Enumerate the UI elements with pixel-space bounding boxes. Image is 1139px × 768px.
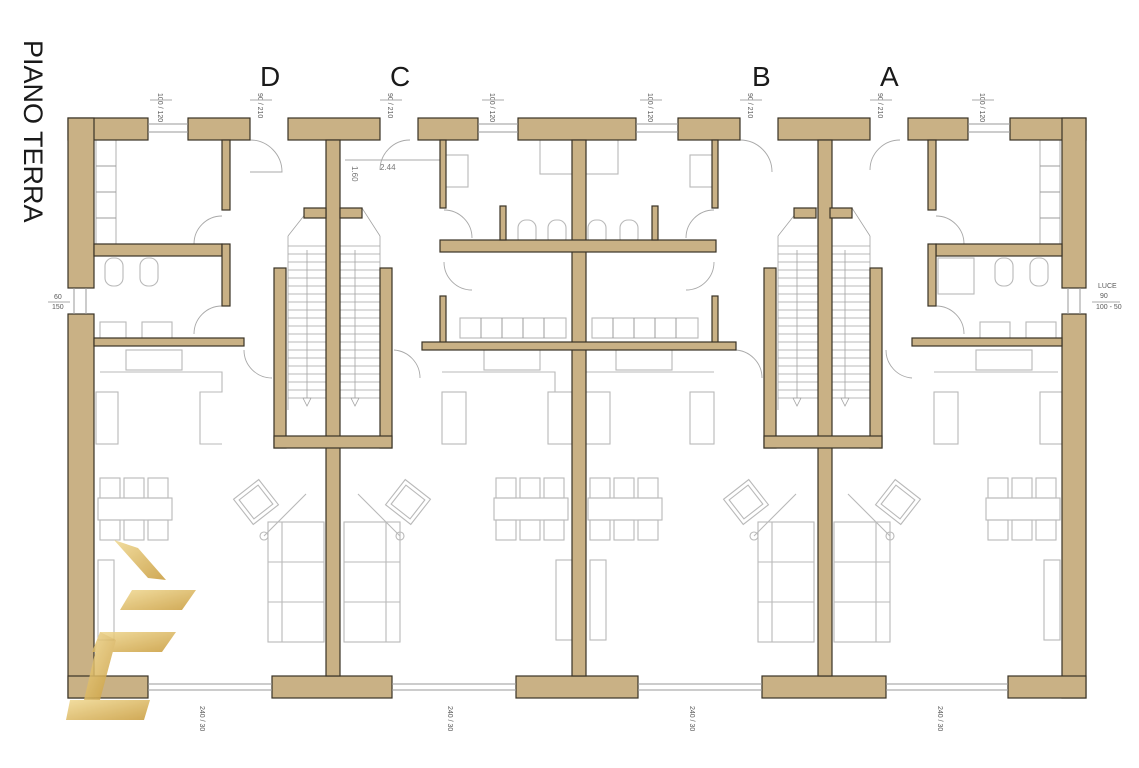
dim-door-a: 90 / 210 <box>876 93 883 118</box>
left-window-dim-top: 60 <box>54 294 62 301</box>
watermark-logo <box>66 540 196 720</box>
unit-label-d: D <box>260 61 280 92</box>
dim-window-4: 100 / 120 <box>978 93 985 122</box>
top-dimensions: 100 / 120 90 / 210 90 / 210 100 / 120 10… <box>156 93 985 122</box>
staircase-right <box>777 207 871 410</box>
door-swings <box>193 139 965 379</box>
stair-annotation-b: 2.44 <box>380 163 396 172</box>
unit-label-a: A <box>880 61 899 92</box>
dim-door-b: 90 / 210 <box>746 93 753 118</box>
right-window-dim-2: 90 <box>1100 293 1108 300</box>
stair-annotation-a: 1.60 <box>350 166 359 182</box>
dim-window-3: 100 / 120 <box>646 93 653 122</box>
right-window-dim-1: LUCE <box>1098 283 1117 290</box>
dim-bottom-2: 240 / 30 <box>446 706 453 731</box>
windows <box>73 123 1081 691</box>
dim-door-d: 90 / 210 <box>256 93 263 118</box>
unit-label-b: B <box>752 61 771 92</box>
dim-window-1: 100 / 120 <box>156 93 163 122</box>
dim-bottom-4: 240 / 30 <box>936 706 943 731</box>
plan-title: PIANO TERRA <box>18 40 48 223</box>
walls <box>67 117 1087 699</box>
dim-window-2: 100 / 120 <box>488 93 495 122</box>
dim-door-c: 90 / 210 <box>386 93 393 118</box>
left-window-dim-bottom: 150 <box>52 304 64 311</box>
dim-bottom-3: 240 / 30 <box>688 706 695 731</box>
bottom-dimensions: 240 / 30 240 / 30 240 / 30 240 / 30 <box>198 706 943 731</box>
unit-label-c: C <box>390 61 410 92</box>
dim-bottom-1: 240 / 30 <box>198 706 205 731</box>
right-window-dim-3: 100 - 50 <box>1096 304 1122 311</box>
